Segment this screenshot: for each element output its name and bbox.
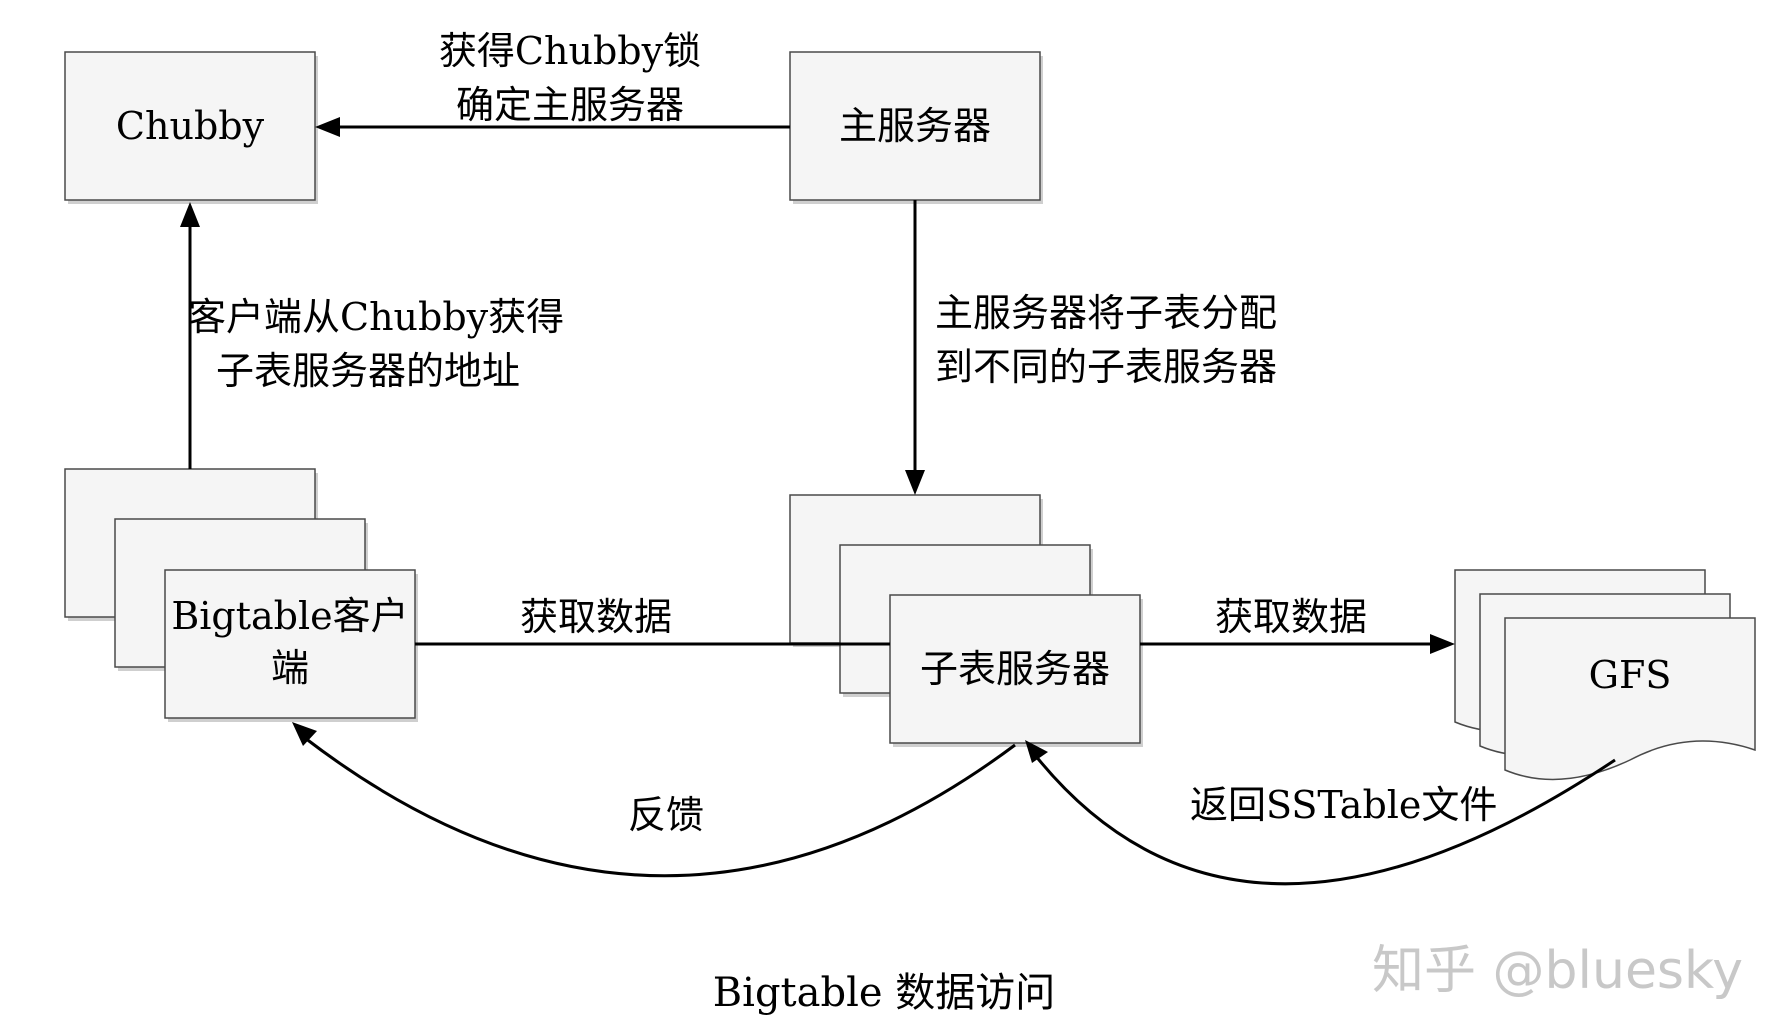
edge-label-return-sstable: 返回SSTable文件 [1190, 783, 1498, 827]
figure-caption: Bigtable 数据访问 [712, 970, 1056, 1016]
edge-label-line: 到不同的子表服务器 [935, 345, 1278, 389]
edge-label-client-to-chubby: 客户端从Chubby获得 子表服务器的地址 [188, 290, 564, 398]
gfs-label: GFS [1588, 653, 1672, 697]
watermark-text: 知乎 @bluesky [1372, 941, 1744, 1001]
arrow-tablet-to-client-feedback [292, 722, 1016, 878]
edge-label-master-to-tablet: 主服务器将子表分配 到不同的子表服务器 [935, 286, 1277, 394]
edge-label-line: 确定主服务器 [455, 83, 684, 127]
edge-label-client-to-tablet: 获取数据 [520, 595, 673, 639]
edge-label-line: 获得Chubby锁 [438, 29, 702, 73]
chubby-box [64, 51, 318, 204]
client-box-stack [64, 468, 418, 722]
edge-label-master-to-chubby: 获得Chubby锁 确定主服务器 [420, 24, 720, 132]
tablet-server-label: 子表服务器 [919, 647, 1110, 691]
arrow-client-to-chubby [180, 202, 200, 469]
tablet-server-box-stack [789, 494, 1143, 747]
master-label: 主服务器 [838, 104, 991, 148]
arrow-master-to-tablet [905, 200, 925, 495]
arrow-master-to-chubby [315, 117, 790, 137]
gfs-document-stack [1454, 569, 1756, 781]
edge-label-line: 子表服务器的地址 [216, 349, 521, 393]
arrow-gfs-to-tablet-return [1025, 740, 1616, 886]
edge-label-feedback: 反馈 [628, 793, 705, 837]
chubby-label: Chubby [115, 104, 265, 148]
edge-label-tablet-to-gfs: 获取数据 [1215, 595, 1368, 639]
master-box [789, 51, 1043, 204]
arrow-tablet-to-gfs [1140, 634, 1455, 654]
edge-label-line: 主服务器将子表分配 [935, 291, 1278, 335]
edge-label-line: 客户端从Chubby获得 [188, 295, 565, 339]
client-label: Bigtable客户端 [171, 594, 409, 690]
